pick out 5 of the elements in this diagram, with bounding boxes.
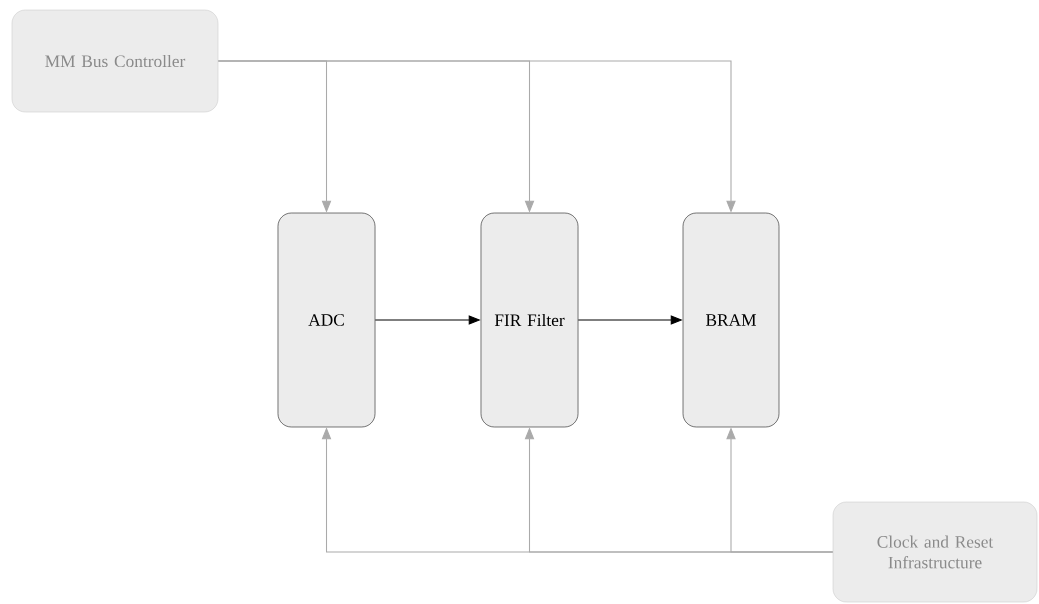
module-box: BRAM bbox=[682, 212, 780, 428]
interface-box: MM Bus Controller bbox=[11, 9, 219, 113]
module-box: FIR Filter bbox=[480, 212, 579, 428]
module-box: ADC bbox=[277, 212, 376, 428]
interface-box: Clock and Reset Infrastructure bbox=[832, 501, 1038, 603]
